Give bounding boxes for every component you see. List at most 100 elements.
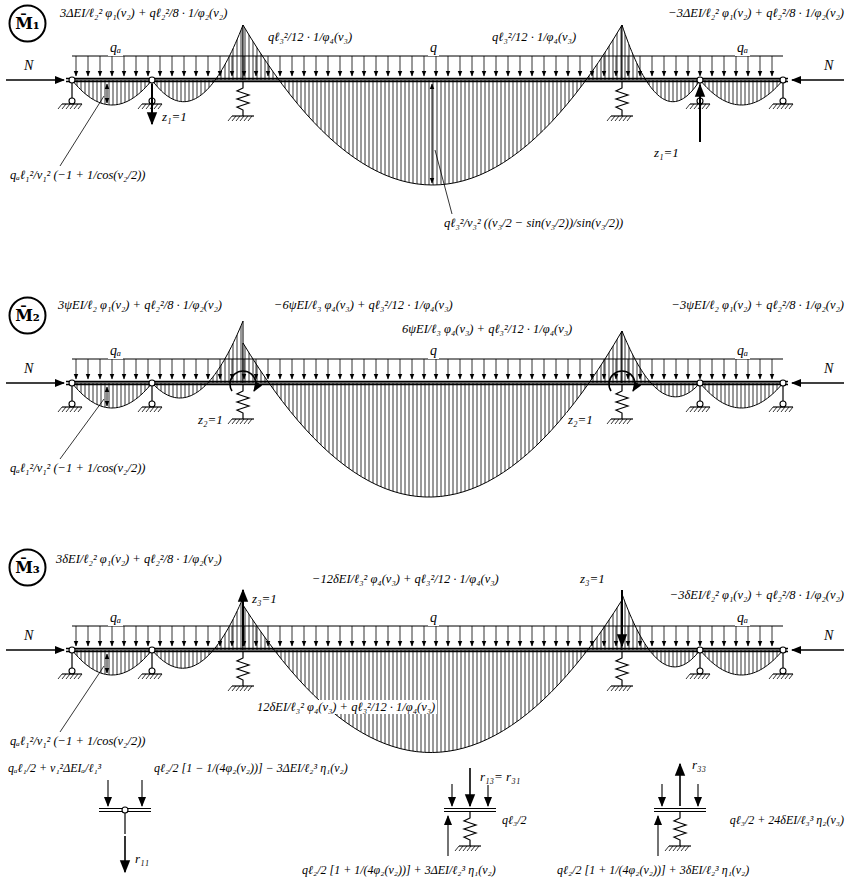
ground-hatch <box>78 407 82 412</box>
ground-line <box>62 406 82 407</box>
load-arrow <box>208 626 209 646</box>
load-arrow <box>628 626 629 646</box>
hinge <box>780 98 786 104</box>
ground-hatch <box>785 407 789 412</box>
load-arrow <box>400 56 401 76</box>
load-arrow <box>400 359 401 379</box>
ground-hatch <box>611 419 615 424</box>
load-arrow <box>724 56 725 76</box>
ground-hatch <box>232 419 236 424</box>
moment-area <box>622 594 700 667</box>
unknown-label: z₂=1 <box>196 413 225 428</box>
ground-hatch <box>142 104 146 109</box>
support-link <box>699 386 700 401</box>
load-arrow <box>748 626 749 646</box>
axial-force-label: N <box>22 628 35 644</box>
ground-hatch <box>694 674 698 679</box>
load-arrow <box>604 56 605 76</box>
load-arrow <box>148 56 149 76</box>
ground-hatch <box>463 846 467 851</box>
ground-hatch <box>138 407 142 412</box>
ground-hatch <box>70 674 74 679</box>
ground-hatch <box>150 674 154 679</box>
ground-line <box>690 673 710 674</box>
ground-hatch <box>228 419 232 424</box>
load-arrow <box>448 359 449 379</box>
load-arrow <box>676 626 677 646</box>
load-arrow <box>424 359 425 379</box>
load-arrow <box>556 56 557 76</box>
load-arrow <box>460 56 461 76</box>
reaction-label: r₁₁ <box>133 852 151 867</box>
load-arrow <box>160 359 161 379</box>
axial-force-label: N <box>822 361 835 377</box>
load-arrow <box>208 56 209 76</box>
load-arrow <box>712 56 713 76</box>
load-arrow <box>496 626 497 646</box>
axial-force-arrow <box>6 649 64 651</box>
ground-hatch <box>74 674 78 679</box>
axial-force-arrow <box>792 382 844 384</box>
load-arrow <box>448 56 449 76</box>
hinge <box>69 401 75 407</box>
ground-hatch <box>665 846 669 851</box>
ground-hatch <box>248 686 252 691</box>
load-arrow <box>448 626 449 646</box>
ground-hatch <box>702 104 706 109</box>
unknown-label: z₁=1 <box>652 146 681 161</box>
moment-area <box>72 650 152 675</box>
moment-area <box>243 600 622 753</box>
load-arrow <box>388 626 389 646</box>
hinge <box>780 77 786 83</box>
load-arrow <box>484 56 485 76</box>
support-link <box>71 653 72 668</box>
unit-displacement-arrow <box>699 85 701 142</box>
load-arrow <box>424 626 425 646</box>
spring-support <box>616 652 628 686</box>
unit-displacement-arrow <box>621 590 623 646</box>
load-arrow <box>664 359 665 379</box>
load-arrow <box>616 626 617 646</box>
unit-rotation-arrow <box>609 371 635 391</box>
unknown-label: z₂=1 <box>566 413 595 428</box>
unknown-label: z₃=1 <box>250 592 279 607</box>
ground-line <box>773 673 793 674</box>
load-arrow <box>652 626 653 646</box>
ground-hatch <box>150 407 154 412</box>
load-arrow <box>76 626 77 646</box>
hinge <box>69 668 75 674</box>
load-arrow <box>592 626 593 646</box>
ground-hatch <box>690 104 694 109</box>
ground-hatch <box>154 674 158 679</box>
ordinate-arrow <box>107 654 108 673</box>
load-arrow <box>592 359 593 379</box>
ground-hatch <box>158 674 162 679</box>
reaction-arrow <box>469 768 471 806</box>
ground-hatch <box>619 116 623 121</box>
free-body-diagrams <box>99 764 706 872</box>
load-arrow <box>424 56 425 76</box>
ground-hatch <box>62 674 66 679</box>
load-arrow <box>136 626 137 646</box>
load-arrow <box>376 626 377 646</box>
ground-hatch <box>607 686 611 691</box>
load-arrow <box>328 626 329 646</box>
beam-edge <box>66 384 788 385</box>
load-label: qₐ <box>108 40 123 56</box>
formula-label: −3δEI/ℓ₂² φ₁(ν₂) + qℓ₂²/8 · 1/φ₂(ν₂) <box>668 588 846 602</box>
force-arrow <box>451 784 452 806</box>
support-link <box>782 83 783 98</box>
load-arrow <box>532 626 533 646</box>
beam-edge <box>66 78 788 79</box>
formula-label: 3δEI/ℓ₂² φ₁(ν₂) + qℓ₂²/8 · 1/φ₂(ν₂) <box>54 552 224 566</box>
moment-area <box>243 25 622 185</box>
load-arrow <box>760 359 761 379</box>
ground-hatch <box>615 686 619 691</box>
ground-hatch <box>248 419 252 424</box>
load-arrow <box>280 56 281 76</box>
formula-label: qₐℓ₁/2 + ν₁²ΔEIₐ/ℓ₁³ <box>6 762 103 776</box>
beam-edge <box>444 808 496 809</box>
ground-hatch <box>677 846 681 851</box>
ground-hatch <box>228 116 232 121</box>
